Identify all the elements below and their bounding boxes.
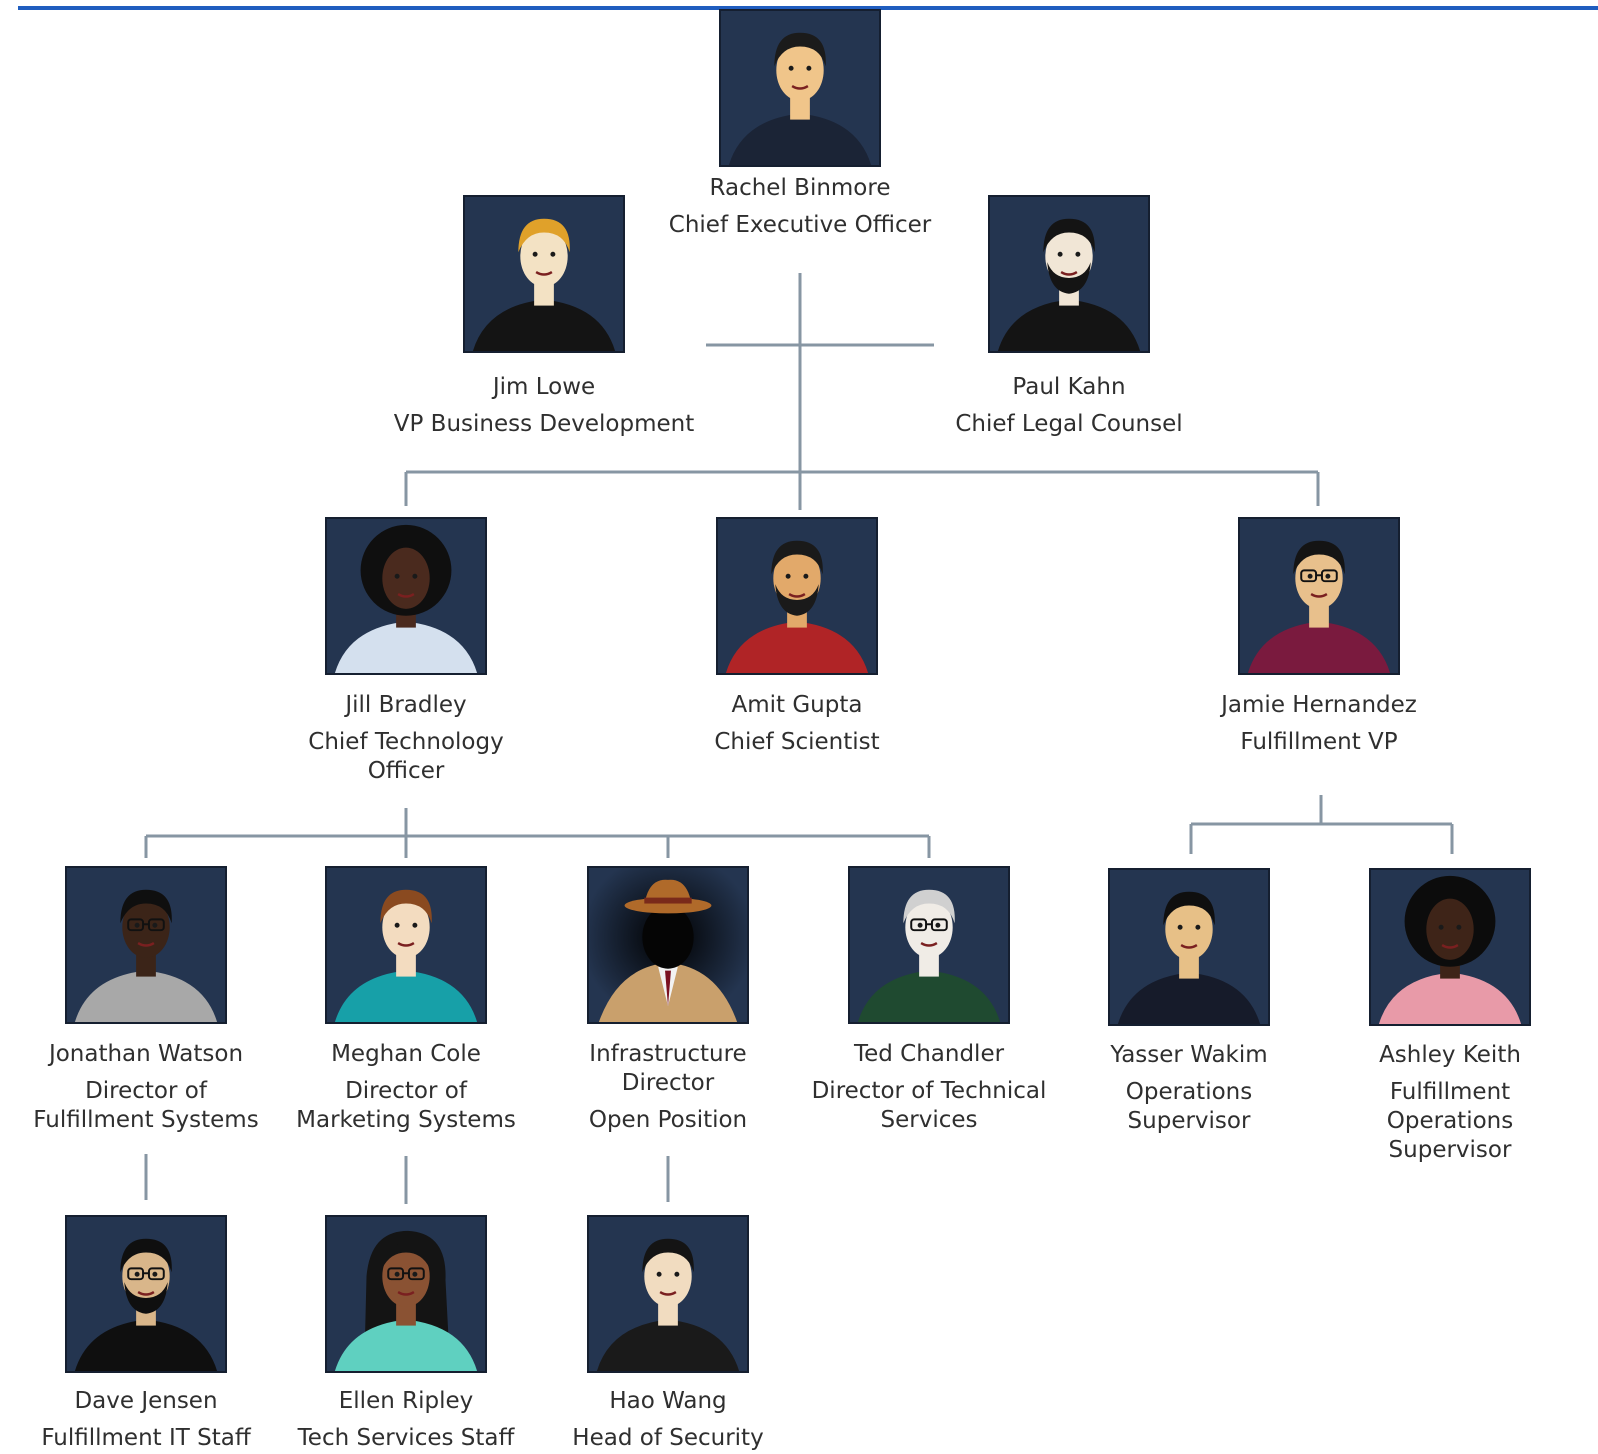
person-title: Chief Legal Counsel — [955, 411, 1183, 437]
person-name: Ashley Keith — [1379, 1042, 1521, 1068]
person-title: Fulfillment IT Staff — [41, 1425, 251, 1451]
person-name: Hao Wang — [609, 1388, 727, 1414]
person-title: Fulfillment VP — [1240, 729, 1398, 755]
person-name: Paul Kahn — [1012, 374, 1126, 400]
person-title: Chief Scientist — [714, 729, 880, 755]
woman-short-dark-hair-portrait[interactable] — [719, 9, 881, 167]
woman-short-hair-portrait[interactable] — [325, 866, 487, 1024]
person-name: Ted Chandler — [853, 1041, 1005, 1067]
person-title: Open Position — [588, 1107, 748, 1133]
young-man-hoodie-portrait[interactable] — [587, 1215, 749, 1373]
person-title: Director of Technical Services — [811, 1078, 1047, 1133]
young-man-portrait[interactable] — [1108, 868, 1270, 1026]
person-title: Tech Services Staff — [297, 1425, 515, 1451]
smiling-man-gray-beard-portrait[interactable] — [716, 517, 878, 675]
woman-long-hair-glasses-portrait[interactable] — [325, 1215, 487, 1373]
person-name: Infrastructure Director — [589, 1041, 747, 1096]
woman-curly-hair-portrait[interactable] — [325, 517, 487, 675]
woman-afro-portrait[interactable] — [1369, 868, 1531, 1026]
person-title: Operations Supervisor — [1125, 1079, 1253, 1134]
person-name: Jim Lowe — [492, 374, 596, 400]
person-name: Dave Jensen — [74, 1388, 218, 1414]
person-name: Meghan Cole — [331, 1041, 481, 1067]
bearded-man-glasses-portrait[interactable] — [65, 1215, 227, 1373]
man-glasses-portrait[interactable] — [1238, 517, 1400, 675]
man-glasses-sweater-portrait[interactable] — [65, 866, 227, 1024]
person-name: Jamie Hernandez — [1221, 692, 1417, 718]
person-title: Chief Technology Officer — [308, 729, 504, 784]
person-name: Ellen Ripley — [338, 1388, 474, 1414]
person-title: Fulfillment Operations Supervisor — [1386, 1079, 1514, 1163]
man-slick-hair-suit-portrait[interactable] — [463, 195, 625, 353]
person-title: Director of Fulfillment Systems — [33, 1078, 259, 1133]
person-label: Jim Lowe VP Business Development — [374, 373, 714, 439]
person-name: Yasser Wakim — [1110, 1042, 1268, 1068]
person-name: Rachel Binmore — [709, 175, 891, 201]
top-rule-line — [18, 6, 1598, 10]
person-title: Director of Marketing Systems — [296, 1078, 516, 1133]
person-name: Jonathan Watson — [48, 1041, 244, 1067]
person-title: VP Business Development — [393, 411, 695, 437]
person-title: Chief Executive Officer — [668, 212, 932, 238]
person-name: Amit Gupta — [731, 692, 863, 718]
silhouette-fedora-trench-coat-icon[interactable] — [587, 866, 749, 1024]
bearded-man-portrait[interactable] — [988, 195, 1150, 353]
older-man-glasses-portrait[interactable] — [848, 866, 1010, 1024]
person-name: Jill Bradley — [345, 692, 467, 718]
person-title: Head of Security — [572, 1425, 764, 1451]
